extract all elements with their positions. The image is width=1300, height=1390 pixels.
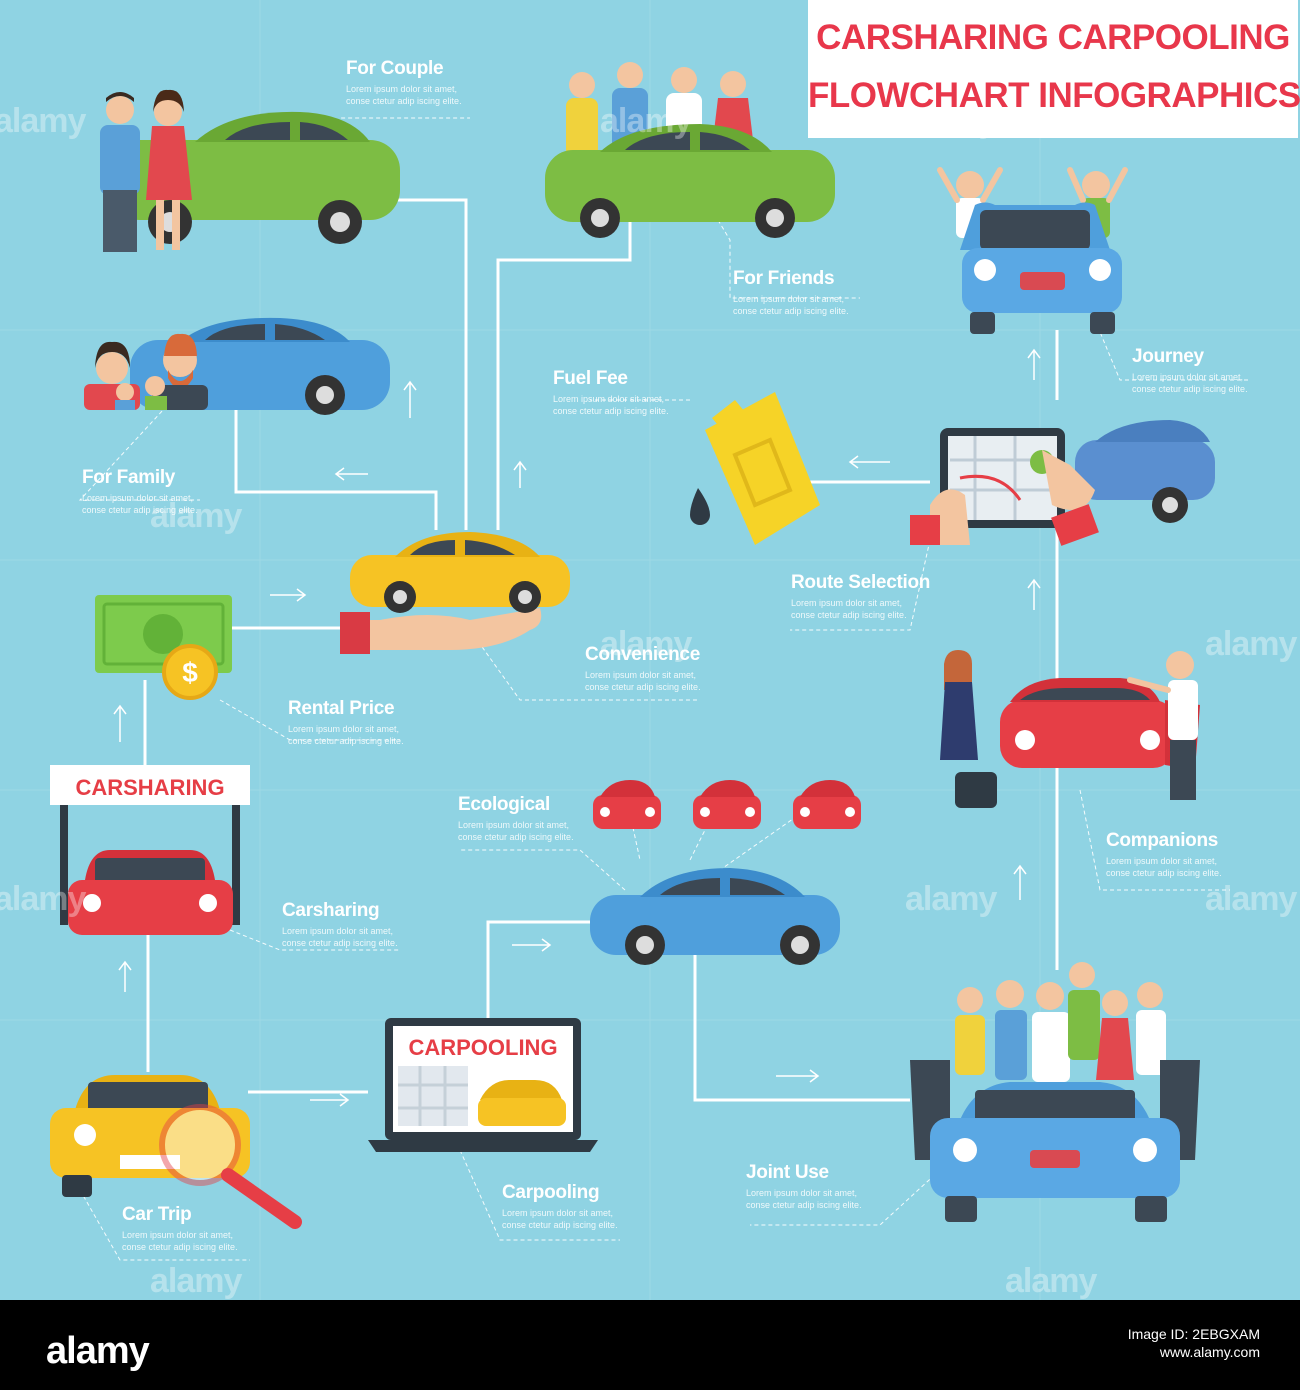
- companions-illustration: [940, 650, 1200, 808]
- label-heading: For Friends: [733, 268, 835, 289]
- label-body: Lorem ipsum dolor sit amet, conse ctetur…: [1132, 372, 1248, 394]
- footer-logo: alamy: [46, 1330, 150, 1372]
- watermark: alamy: [905, 880, 997, 918]
- label-body: Lorem ipsum dolor sit amet, conse ctetur…: [585, 670, 701, 692]
- label-heading: Rental Price: [288, 698, 395, 719]
- label-companions: Companions Lorem ipsum dolor sit amet, c…: [1106, 830, 1296, 879]
- label-ecological: Ecological Lorem ipsum dolor sit amet, c…: [458, 794, 648, 843]
- footer-image-id: Image ID: 2EBGXAM www.alamy.com: [1128, 1325, 1260, 1361]
- label-heading: Car Trip: [122, 1204, 192, 1225]
- label-carpooling: Carpooling Lorem ipsum dolor sit amet, c…: [502, 1182, 692, 1231]
- connector-friends: [496, 200, 632, 530]
- label-body: Lorem ipsum dolor sit amet, conse ctetur…: [458, 820, 574, 842]
- blue-car-illustration: [590, 868, 840, 965]
- label-body: Lorem ipsum dolor sit amet, conse ctetur…: [288, 724, 404, 746]
- watermark: alamy: [150, 1262, 242, 1300]
- convenience-hand-car-illustration: [340, 532, 570, 654]
- carpooling-laptop-illustration: CARPOOLING: [368, 1018, 598, 1152]
- car-trip-illustration: [50, 1075, 302, 1229]
- flowchart-art: $: [0, 0, 1300, 1300]
- label-body: Lorem ipsum dolor sit amet, conse ctetur…: [346, 84, 462, 106]
- footer-url[interactable]: www.alamy.com: [1159, 1344, 1260, 1360]
- title-line-1: CARSHARING CARPOOLING: [816, 18, 1290, 57]
- label-convenience: Convenience Lorem ipsum dolor sit amet, …: [585, 644, 775, 693]
- carsharing-sign-text: CARSHARING: [75, 775, 224, 800]
- label-body: Lorem ipsum dolor sit amet, conse ctetur…: [282, 926, 398, 948]
- label-body: Lorem ipsum dolor sit amet, conse ctetur…: [553, 394, 669, 416]
- label-journey: Journey Lorem ipsum dolor sit amet, cons…: [1132, 346, 1300, 395]
- couple-car-illustration: [100, 89, 400, 252]
- label-heading: Route Selection: [791, 572, 931, 593]
- label-body: Lorem ipsum dolor sit amet, conse ctetur…: [122, 1230, 238, 1252]
- label-body: Lorem ipsum dolor sit amet, conse ctetur…: [1106, 856, 1222, 878]
- carsharing-station-illustration: CARSHARING: [50, 765, 250, 935]
- label-heading: For Family: [82, 467, 176, 488]
- label-heading: Ecological: [458, 794, 551, 815]
- joint-use-illustration: [910, 962, 1200, 1222]
- watermark: alamy: [600, 102, 692, 140]
- label-joint-use: Joint Use Lorem ipsum dolor sit amet, co…: [746, 1162, 936, 1211]
- label-heading: Companions: [1106, 830, 1219, 851]
- label-car-trip: Car Trip Lorem ipsum dolor sit amet, con…: [122, 1204, 312, 1253]
- rental-price-money-illustration: $: [95, 595, 232, 700]
- connector-blue-group: [693, 930, 910, 1102]
- label-heading: Joint Use: [746, 1162, 829, 1183]
- watermark: alamy: [600, 625, 692, 663]
- watermark: alamy: [0, 880, 86, 918]
- label-heading: Carsharing: [282, 900, 380, 921]
- label-heading: Journey: [1132, 346, 1204, 367]
- family-car-illustration: [84, 317, 390, 415]
- label-body: Lorem ipsum dolor sit amet, conse ctetur…: [746, 1188, 862, 1210]
- label-heading: Fuel Fee: [553, 368, 628, 389]
- flow-arrows: [113, 348, 1041, 1107]
- label-leaders: [78, 117, 1250, 1261]
- connector-family: [234, 390, 438, 530]
- watermark: alamy: [0, 102, 86, 140]
- label-for-friends: For Friends Lorem ipsum dolor sit amet, …: [733, 268, 923, 317]
- journey-car-illustration: [937, 167, 1128, 334]
- label-heading: Convenience: [585, 644, 700, 665]
- label-route-selection: Route Selection Lorem ipsum dolor sit am…: [791, 572, 981, 621]
- label-heading: For Couple: [346, 58, 444, 79]
- infographic-canvas: $: [0, 0, 1300, 1300]
- watermark: alamy: [1205, 880, 1297, 918]
- watermark: alamy: [905, 102, 997, 140]
- label-for-couple: For Couple Lorem ipsum dolor sit amet, c…: [346, 58, 536, 107]
- connector-laptop-blue: [486, 920, 590, 1020]
- watermark: alamy: [150, 497, 242, 535]
- label-body: Lorem ipsum dolor sit amet, conse ctetur…: [502, 1208, 618, 1230]
- title-line-2: FLOWCHART INFOGRAPHICS: [808, 76, 1300, 115]
- friends-car-illustration: [545, 62, 835, 238]
- watermark: alamy: [1205, 625, 1297, 663]
- label-fuel-fee: Fuel Fee Lorem ipsum dolor sit amet, con…: [553, 368, 743, 417]
- label-for-family: For Family Lorem ipsum dolor sit amet, c…: [82, 467, 272, 516]
- route-selection-illustration: [910, 420, 1215, 546]
- label-heading: Carpooling: [502, 1182, 600, 1203]
- watermark: alamy: [1005, 1262, 1097, 1300]
- label-body: Lorem ipsum dolor sit amet, conse ctetur…: [82, 493, 198, 515]
- dollar-sign-text: $: [182, 657, 198, 688]
- fuel-canister-illustration: [690, 392, 820, 545]
- label-body: Lorem ipsum dolor sit amet, conse ctetur…: [791, 598, 907, 620]
- label-carsharing: Carsharing Lorem ipsum dolor sit amet, c…: [282, 900, 472, 949]
- footer-bar: [0, 1300, 1300, 1390]
- carpooling-screen-text: CARPOOLING: [408, 1035, 557, 1060]
- title-box: CARSHARING CARPOOLING FLOWCHART INFOGRAP…: [808, 0, 1300, 138]
- label-rental-price: Rental Price Lorem ipsum dolor sit amet,…: [288, 698, 478, 747]
- footer-image-id-label: Image ID: 2EBGXAM: [1127, 1326, 1260, 1342]
- ecological-cars-illustration: [593, 780, 861, 829]
- label-body: Lorem ipsum dolor sit amet, conse ctetur…: [733, 294, 849, 316]
